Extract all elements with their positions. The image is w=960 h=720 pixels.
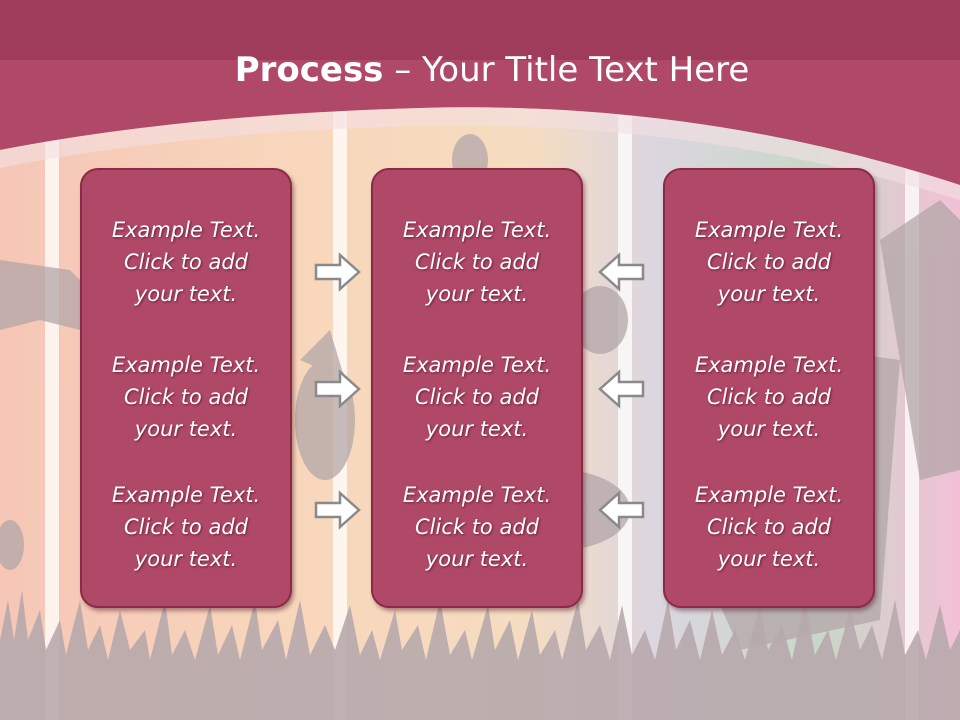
text-line: Example Text.	[111, 218, 261, 242]
arrow-left-icon	[598, 369, 645, 409]
text-line: Click to add	[123, 385, 248, 409]
text-block[interactable]: Example Text. Click to add your text.	[373, 349, 581, 445]
text-line: your text.	[134, 417, 238, 441]
text-block[interactable]: Example Text. Click to add your text.	[82, 479, 290, 575]
arrow-left-icon	[598, 252, 645, 292]
process-panel-center[interactable]: Example Text. Click to add your text. Ex…	[371, 168, 583, 608]
text-line: your text.	[425, 282, 529, 306]
text-line: Click to add	[414, 515, 539, 539]
title-bold: Process	[234, 50, 384, 90]
text-line: your text.	[717, 282, 821, 306]
text-line: Example Text.	[694, 483, 844, 507]
slide-title[interactable]: Process – Your Title Text Here	[0, 50, 960, 90]
text-line: Click to add	[706, 250, 831, 274]
text-line: Click to add	[706, 385, 831, 409]
text-block[interactable]: Example Text. Click to add your text.	[665, 349, 873, 445]
text-line: your text.	[134, 282, 238, 306]
text-line: Click to add	[123, 515, 248, 539]
text-line: your text.	[425, 547, 529, 571]
text-line: your text.	[425, 417, 529, 441]
text-line: Example Text.	[402, 218, 552, 242]
text-line: your text.	[717, 547, 821, 571]
text-line: Example Text.	[694, 353, 844, 377]
text-block[interactable]: Example Text. Click to add your text.	[373, 214, 581, 310]
text-line: Click to add	[414, 250, 539, 274]
text-line: Example Text.	[111, 353, 261, 377]
process-panel-left[interactable]: Example Text. Click to add your text. Ex…	[80, 168, 292, 608]
text-block[interactable]: Example Text. Click to add your text.	[373, 479, 581, 575]
text-line: Example Text.	[402, 483, 552, 507]
text-block[interactable]: Example Text. Click to add your text.	[82, 214, 290, 310]
text-block[interactable]: Example Text. Click to add your text.	[82, 349, 290, 445]
text-block[interactable]: Example Text. Click to add your text.	[665, 214, 873, 310]
text-line: Example Text.	[111, 483, 261, 507]
arrow-right-icon	[314, 369, 361, 409]
text-line: your text.	[717, 417, 821, 441]
arrow-left-icon	[598, 490, 645, 530]
text-block[interactable]: Example Text. Click to add your text.	[665, 479, 873, 575]
text-line: Example Text.	[694, 218, 844, 242]
text-line: Click to add	[123, 250, 248, 274]
text-line: Example Text.	[402, 353, 552, 377]
arrow-right-icon	[314, 490, 361, 530]
text-line: Click to add	[706, 515, 831, 539]
arrow-right-icon	[314, 252, 361, 292]
text-line: your text.	[134, 547, 238, 571]
text-line: Click to add	[414, 385, 539, 409]
process-panel-right[interactable]: Example Text. Click to add your text. Ex…	[663, 168, 875, 608]
title-rest: – Your Title Text Here	[383, 50, 750, 90]
